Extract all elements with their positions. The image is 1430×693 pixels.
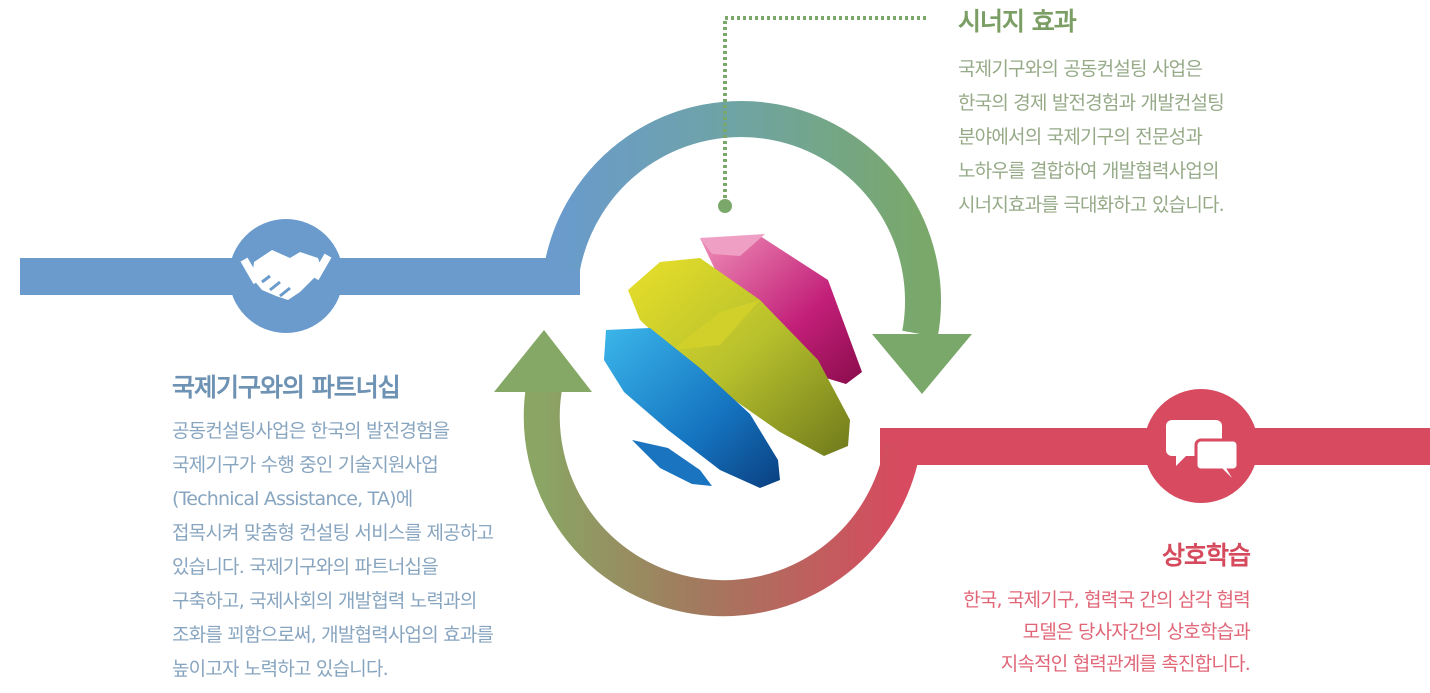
synergy-leader-dot: [718, 199, 732, 213]
partnership-line: 구축하고, 국제사회의 개발협력 노력과의: [172, 590, 477, 612]
mutual-icon-circle: [1144, 389, 1258, 503]
synergy-dotted-leader: [723, 16, 928, 204]
synergy-line: 국제기구와의 공동컨설팅 사업은: [958, 58, 1203, 80]
partnership-section: 국제기구와의 파트너십 공동컨설팅사업은 한국의 발전경험을 국제기구가 수행 …: [172, 368, 494, 686]
partnership-line: 공동컨설팅사업은 한국의 발전경험을: [172, 420, 450, 442]
mutual-line: 지속적인 협력관계를 촉진합니다.: [1000, 653, 1251, 675]
globe-logo: [604, 234, 862, 488]
bottom-arc-arrowhead: [494, 330, 592, 392]
mutual-title: 상호학습: [1161, 541, 1251, 570]
bottom-arc-arrow-body: [523, 385, 921, 617]
mutual-learning-section: 상호학습 한국, 국제기구, 협력국 간의 삼각 협력 모델은 당사자간의 상호…: [963, 536, 1251, 680]
partnership-line: 국제기구가 수행 중인 기술지원사업: [172, 454, 439, 476]
handshake-icon: [240, 250, 332, 300]
synergy-section: 시너지 효과 국제기구와의 공동컨설팅 사업은 한국의 경제 발전경험과 개발컨…: [958, 2, 1225, 222]
partnership-line: 있습니다. 국제기구와의 파트너십을: [172, 556, 439, 578]
synergy-line: 분야에서의 국제기구의 전문성과: [958, 126, 1203, 148]
synergy-title: 시너지 효과: [958, 7, 1077, 36]
synergy-line: 노하우를 결합하여 개발협력사업의: [958, 160, 1219, 182]
partnership-line: 높이고자 노력하고 있습니다.: [172, 658, 389, 680]
mutual-line: 모델은 당사자간의 상호학습과: [1022, 621, 1251, 643]
top-arc-arrow-body: [544, 101, 942, 338]
top-arc-arrowhead: [872, 334, 972, 394]
partnership-line: (Technical Assistance, TA)에: [172, 488, 413, 510]
chat-bubbles-icon: [1166, 420, 1240, 478]
partnership-line: 조화를 꾀함으로써, 개발협력사업의 효과를: [172, 624, 494, 646]
partnership-line: 접목시켜 맞춤형 컨설팅 서비스를 제공하고: [172, 522, 494, 544]
partnership-title: 국제기구와의 파트너십: [172, 373, 401, 402]
partnership-icon-circle: [229, 219, 343, 333]
mutual-line: 한국, 국제기구, 협력국 간의 삼각 협력: [963, 589, 1251, 611]
synergy-line: 한국의 경제 발전경험과 개발컨설팅: [958, 92, 1225, 114]
synergy-line: 시너지효과를 극대화하고 있습니다.: [958, 194, 1225, 216]
